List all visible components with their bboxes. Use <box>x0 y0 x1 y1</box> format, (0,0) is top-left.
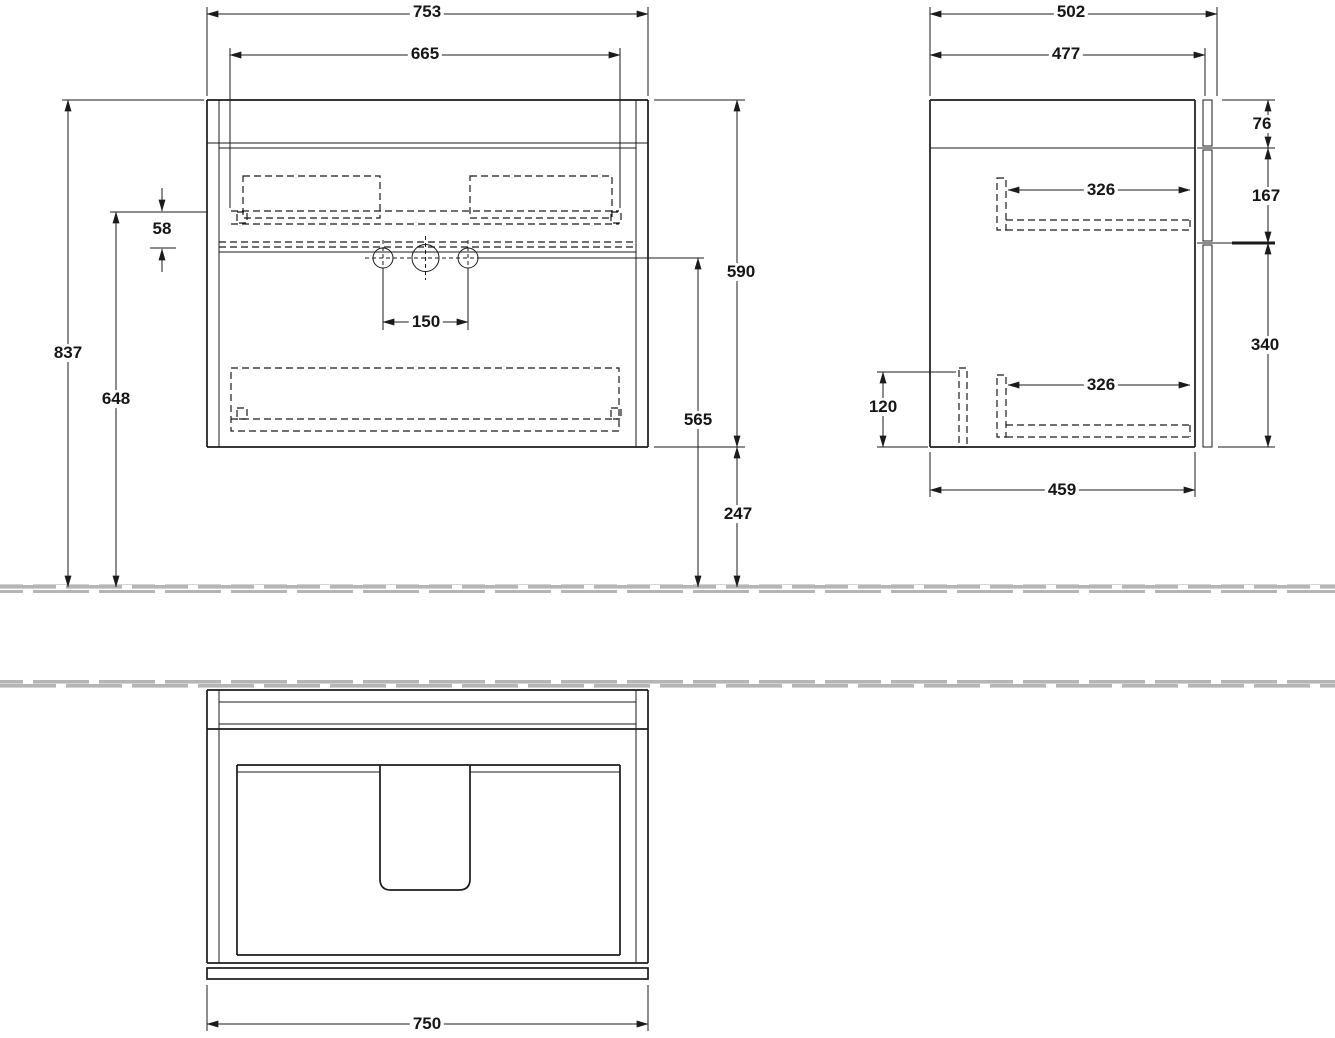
dim-front-width-drawer: 665 <box>407 45 443 63</box>
front-panel-upper-drawer <box>1202 149 1213 242</box>
dim-side-upper-front: 167 <box>1248 187 1284 205</box>
dim-front-height-rail: 648 <box>98 390 134 408</box>
dim-side-depth-bottom: 459 <box>1044 481 1080 499</box>
dim-side-lower-front: 340 <box>1247 336 1283 354</box>
rear-recess-hidden <box>958 367 968 448</box>
dim-side-lower-rail: 326 <box>1083 376 1119 394</box>
dim-front-offset-rail: 58 <box>149 220 175 238</box>
front-panel-top <box>1202 99 1213 147</box>
front-panel-lower-drawer <box>1202 244 1213 448</box>
dim-front-floor-clearance: 247 <box>720 505 756 523</box>
dim-side-depth-unit: 477 <box>1048 45 1084 63</box>
siphon-cutout <box>379 765 471 891</box>
dim-side-recess-height: 120 <box>865 398 901 416</box>
front-edge-strip <box>206 967 649 980</box>
wall-section-line <box>0 679 1335 688</box>
dim-front-faucet-spacing: 150 <box>408 313 444 331</box>
dim-side-top-section: 76 <box>1249 115 1275 133</box>
upper-drawer-right-hidden <box>469 175 613 219</box>
side-view <box>877 7 1275 497</box>
lower-drawer-hidden <box>230 367 620 432</box>
dim-front-height-drain: 565 <box>680 411 716 429</box>
dim-side-depth-total: 502 <box>1053 3 1089 21</box>
front-view <box>62 7 745 588</box>
dim-plan-width: 750 <box>409 1015 445 1033</box>
dim-side-upper-rail: 326 <box>1083 181 1119 199</box>
floor-section-line <box>0 584 1335 593</box>
upper-drawer-left-hidden <box>242 175 381 219</box>
dim-front-width-total: 753 <box>409 3 445 21</box>
plan-view <box>206 689 649 1031</box>
dim-front-height-unit: 590 <box>723 263 759 281</box>
dim-front-height-total: 837 <box>50 344 86 362</box>
